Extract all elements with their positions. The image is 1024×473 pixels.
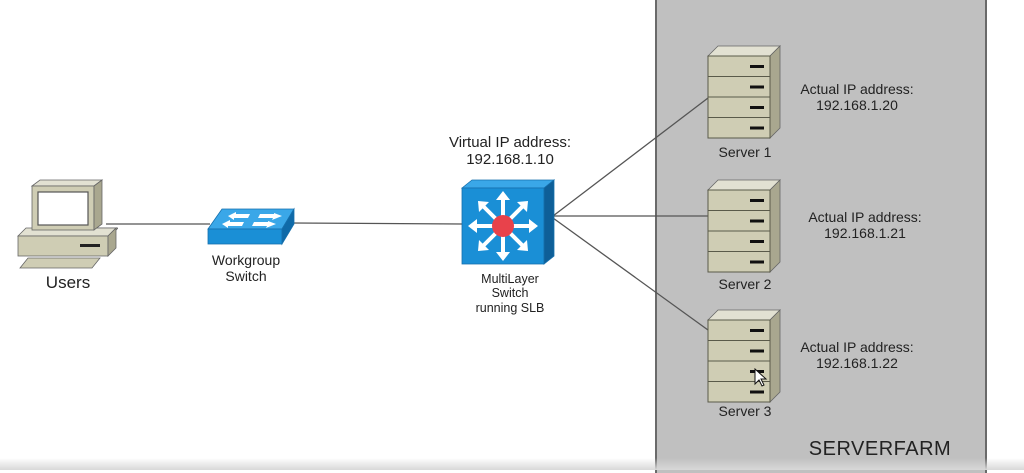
server-3-ip-caption: Actual IP address:: [800, 339, 914, 355]
users-label: Users: [45, 273, 91, 292]
bottom-shadow: [0, 458, 1024, 470]
server-2-icon: [707, 179, 781, 273]
server-3-ip-label: Actual IP address: 192.168.1.22: [782, 339, 932, 371]
mouse-cursor-icon: [754, 368, 768, 387]
server-1-label: Server 1: [718, 144, 772, 160]
server-1-icon: [707, 45, 781, 139]
multilayer-switch-label: MultiLayer Switch running SLB: [455, 272, 565, 315]
server-3-label: Server 3: [718, 403, 772, 419]
server-1-ip-caption: Actual IP address:: [800, 81, 914, 97]
multilayer-switch-label-line1: MultiLayer: [481, 272, 539, 286]
link-multilayer-switch-to-server-3: [552, 217, 709, 331]
multilayer-switch-label-line2: Switch: [491, 286, 529, 301]
server-2-ip-caption: Actual IP address:: [808, 209, 922, 225]
desktop-computer-icon: [17, 179, 118, 269]
workgroup-switch-icon: [207, 207, 295, 246]
multilayer-switch-icon: [460, 179, 556, 265]
serverfarm-title: SERVERFARM: [808, 438, 952, 460]
workgroup-switch-label-line1: Workgroup: [211, 252, 281, 268]
server-2-label: Server 2: [718, 276, 772, 292]
server-2-ip-label: Actual IP address: 192.168.1.21: [790, 209, 940, 241]
multilayer-switch-label-line3: running SLB: [475, 300, 545, 315]
server-1-ip-value: 192.168.1.20: [816, 97, 898, 114]
server-1-ip-label: Actual IP address: 192.168.1.20: [782, 81, 932, 113]
workgroup-switch-label-line2: Switch: [225, 268, 267, 285]
virtual-ip-label: Virtual IP address: 192.168.1.10: [432, 134, 588, 169]
virtual-ip-value: 192.168.1.10: [466, 151, 554, 169]
server-3-icon: [707, 309, 781, 403]
virtual-ip-caption: Virtual IP address:: [448, 134, 571, 151]
link-multilayer-switch-to-server-1: [552, 97, 709, 217]
server-2-ip-value: 192.168.1.21: [824, 225, 906, 242]
server-3-ip-value: 192.168.1.22: [816, 355, 898, 372]
workgroup-switch-label: Workgroup Switch: [196, 252, 296, 284]
link-workgroup-switch-to-multilayer-switch: [291, 222, 463, 225]
